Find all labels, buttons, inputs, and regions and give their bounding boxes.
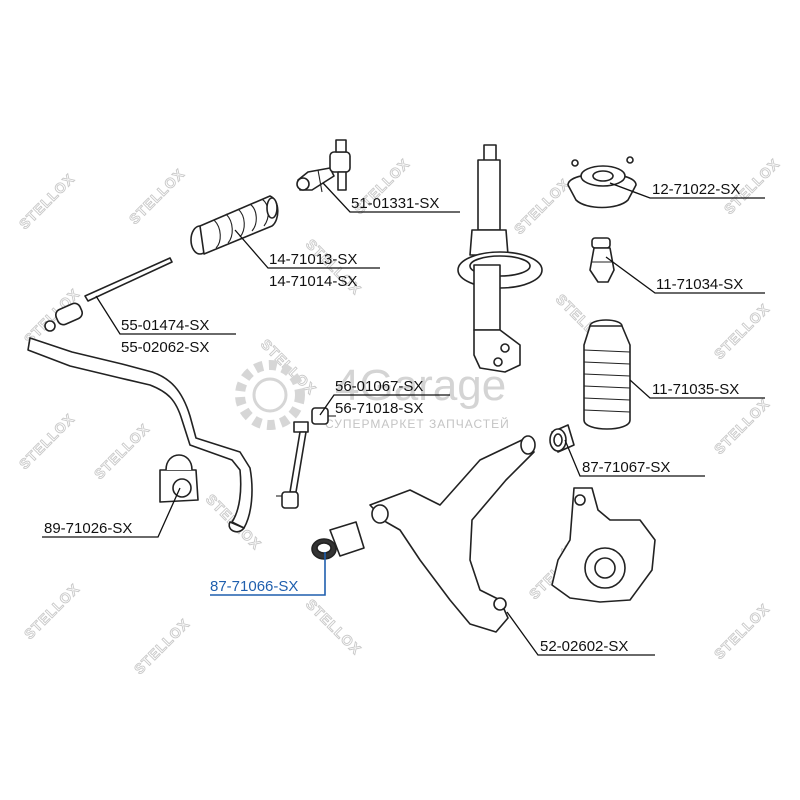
watermark-text: STELLOX (21, 580, 83, 642)
inner-tie-rod (44, 257, 173, 332)
brand-watermark: 4Garage СУПЕРМАРКЕТ ЗАПЧАСТЕЙ (235, 360, 510, 431)
brand-subtitle: СУПЕРМАРКЕТ ЗАПЧАСТЕЙ (325, 416, 510, 431)
watermark-text: STELLOX (711, 300, 773, 362)
label-12-71022[interactable]: 12-71022-SX (652, 181, 740, 198)
dust-boot (583, 319, 631, 430)
strut-mount (567, 156, 637, 209)
watermark-text: STELLOX (711, 395, 773, 457)
strut-assembly (457, 144, 543, 373)
front-arm-bushing (311, 521, 365, 560)
label-87-71066[interactable]: 87-71066-SX (210, 578, 298, 595)
stabilizer-link (276, 407, 336, 509)
rear-arm-bushing (549, 424, 575, 453)
watermark-text: STELLOX (131, 615, 193, 677)
watermark-text: STELLOX (303, 596, 365, 658)
leader-lines (42, 182, 765, 656)
brand-name: 4Garage (335, 361, 506, 410)
label-11-71035[interactable]: 11-71035-SX (652, 381, 739, 398)
watermark-text: STELLOX (511, 175, 573, 237)
label-14-71013[interactable]: 14-71013-SX (269, 251, 357, 268)
watermark-text: STELLOX (91, 420, 153, 482)
steering-knuckle (551, 487, 656, 603)
label-87-71067[interactable]: 87-71067-SX (582, 459, 670, 476)
gear-icon (235, 360, 305, 430)
watermark-text: STELLOX (16, 170, 78, 232)
label-55-01474[interactable]: 55-01474-SX (121, 317, 209, 334)
lower-control-arm (369, 435, 536, 633)
watermark-text: STELLOX (711, 600, 773, 662)
tie-rod-end (296, 139, 351, 193)
label-51-01331[interactable]: 51-01331-SX (351, 195, 439, 212)
steering-boot (190, 195, 279, 255)
stabilizer-bushing (159, 454, 199, 503)
label-56-71018[interactable]: 56-71018-SX (335, 400, 423, 417)
bump-stop (589, 237, 615, 283)
label-56-01067[interactable]: 56-01067-SX (335, 378, 423, 395)
label-52-02602[interactable]: 52-02602-SX (540, 638, 628, 655)
label-14-71014[interactable]: 14-71014-SX (269, 273, 357, 290)
watermark-text: STELLOX (16, 410, 78, 472)
label-55-02062[interactable]: 55-02062-SX (121, 339, 209, 356)
part-labels: 51-01331-SX 12-71022-SX 14-71013-SX 14-7… (44, 181, 743, 655)
label-11-71034[interactable]: 11-71034-SX (656, 276, 743, 293)
label-89-71026[interactable]: 89-71026-SX (44, 520, 132, 537)
watermark-text: STELLOX (126, 165, 188, 227)
gear-hub-icon (252, 377, 288, 413)
stabilizer-bar (27, 337, 253, 533)
